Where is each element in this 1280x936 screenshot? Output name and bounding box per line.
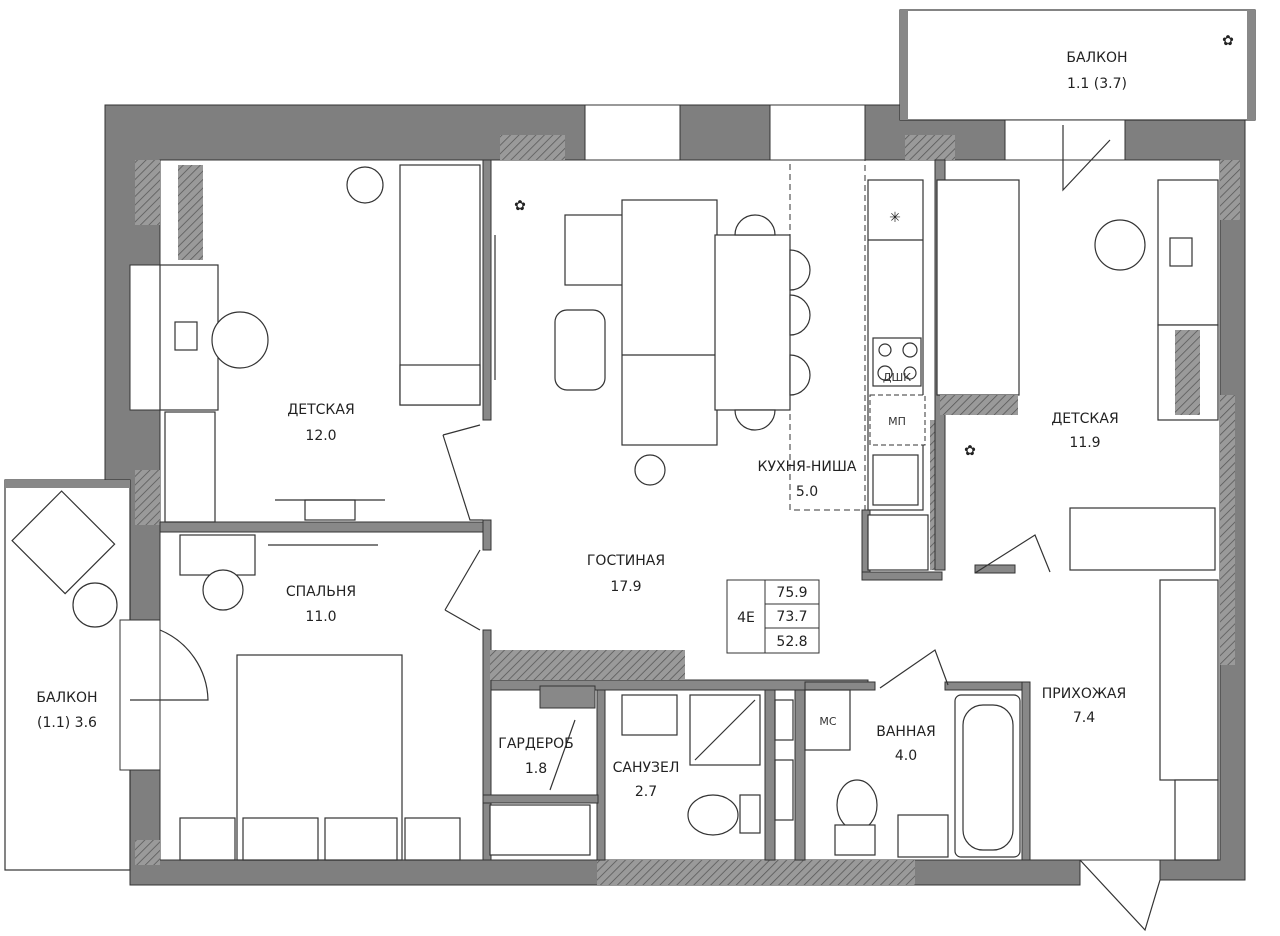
- wardrobe: [164, 411, 216, 523]
- hall-wardrobe: [1159, 579, 1219, 781]
- chair: [1094, 219, 1146, 271]
- window: [119, 619, 161, 771]
- wc-sink: [621, 694, 678, 736]
- svg-text:✿: ✿: [1222, 33, 1234, 49]
- window: [1004, 119, 1126, 161]
- desk: [159, 264, 219, 411]
- balcony-furniture: ✿: [11, 33, 1234, 628]
- bathroom-fixtures: МС: [489, 514, 1021, 858]
- room-area: 17.9: [610, 579, 641, 595]
- room-area: 4.0: [895, 748, 917, 764]
- room-area: 11.0: [305, 609, 336, 625]
- room-name: КУХНЯ-НИША: [758, 459, 857, 475]
- wardrobe: [1069, 507, 1216, 571]
- chair: [211, 311, 269, 369]
- toilet: [687, 794, 739, 836]
- svg-text:✿: ✿: [964, 443, 976, 459]
- tv-stand: [490, 650, 685, 680]
- bath-sink: [897, 814, 949, 858]
- kids-room-left-furniture: [159, 164, 481, 523]
- dining-table: [714, 234, 791, 411]
- shoe-cabinet: [1174, 779, 1219, 861]
- total-area: 75.9: [776, 585, 807, 601]
- room-name: ВАННАЯ: [876, 724, 936, 740]
- area-summary-table: 4Е 75.9 73.7 52.8: [726, 579, 820, 654]
- window: [129, 264, 161, 411]
- microwave-label: МП: [888, 415, 906, 428]
- apartment-type: 4Е: [737, 610, 755, 626]
- room-name: БАЛКОН: [36, 690, 97, 706]
- room-area: (1.1) 3.6: [37, 715, 97, 731]
- room-name: САНУЗЕЛ: [613, 760, 680, 776]
- washer-label: МС: [819, 715, 836, 728]
- ottoman: [554, 309, 606, 391]
- washer: [804, 689, 851, 751]
- kitchen-furniture: ✳ ДШК МП: [789, 159, 926, 511]
- bedroom-furniture: [179, 534, 461, 861]
- living-area: 52.8: [776, 634, 807, 650]
- room-name: БАЛКОН: [1066, 50, 1127, 66]
- plant-icon: ✿: [514, 198, 526, 214]
- window: [769, 104, 866, 161]
- area-no-balcony: 73.7: [776, 609, 807, 625]
- room-area: 1.1 (3.7): [1067, 76, 1127, 92]
- room-name: ГОСТИНАЯ: [587, 553, 665, 569]
- computer: [174, 321, 198, 351]
- wardrobe-rack: [489, 804, 591, 856]
- room-name: ПРИХОЖАЯ: [1042, 686, 1126, 702]
- room-name: ДЕТСКАЯ: [287, 402, 354, 418]
- room-name: СПАЛЬНЯ: [286, 584, 356, 600]
- room-area: 5.0: [796, 484, 818, 500]
- room-name: ДЕТСКАЯ: [1051, 411, 1118, 427]
- room-area: 1.8: [525, 761, 547, 777]
- bed: [936, 179, 1020, 396]
- hob-label: ДШК: [883, 371, 911, 384]
- room-name: ГАРДЕРОБ: [498, 736, 573, 752]
- room-area: 2.7: [635, 784, 657, 800]
- room-area: 11.9: [1069, 435, 1100, 451]
- sink: [872, 454, 919, 506]
- room-area: 7.4: [1073, 710, 1095, 726]
- kids-room-right-furniture: ✿: [936, 179, 1219, 571]
- living-room-furniture: ✿: [490, 198, 811, 680]
- room-area: 12.0: [305, 428, 336, 444]
- window: [584, 104, 681, 161]
- svg-text:✳: ✳: [889, 210, 901, 226]
- doors: [130, 125, 1161, 932]
- desk: [179, 534, 256, 576]
- microwave: [869, 394, 926, 446]
- toilet: [836, 779, 878, 831]
